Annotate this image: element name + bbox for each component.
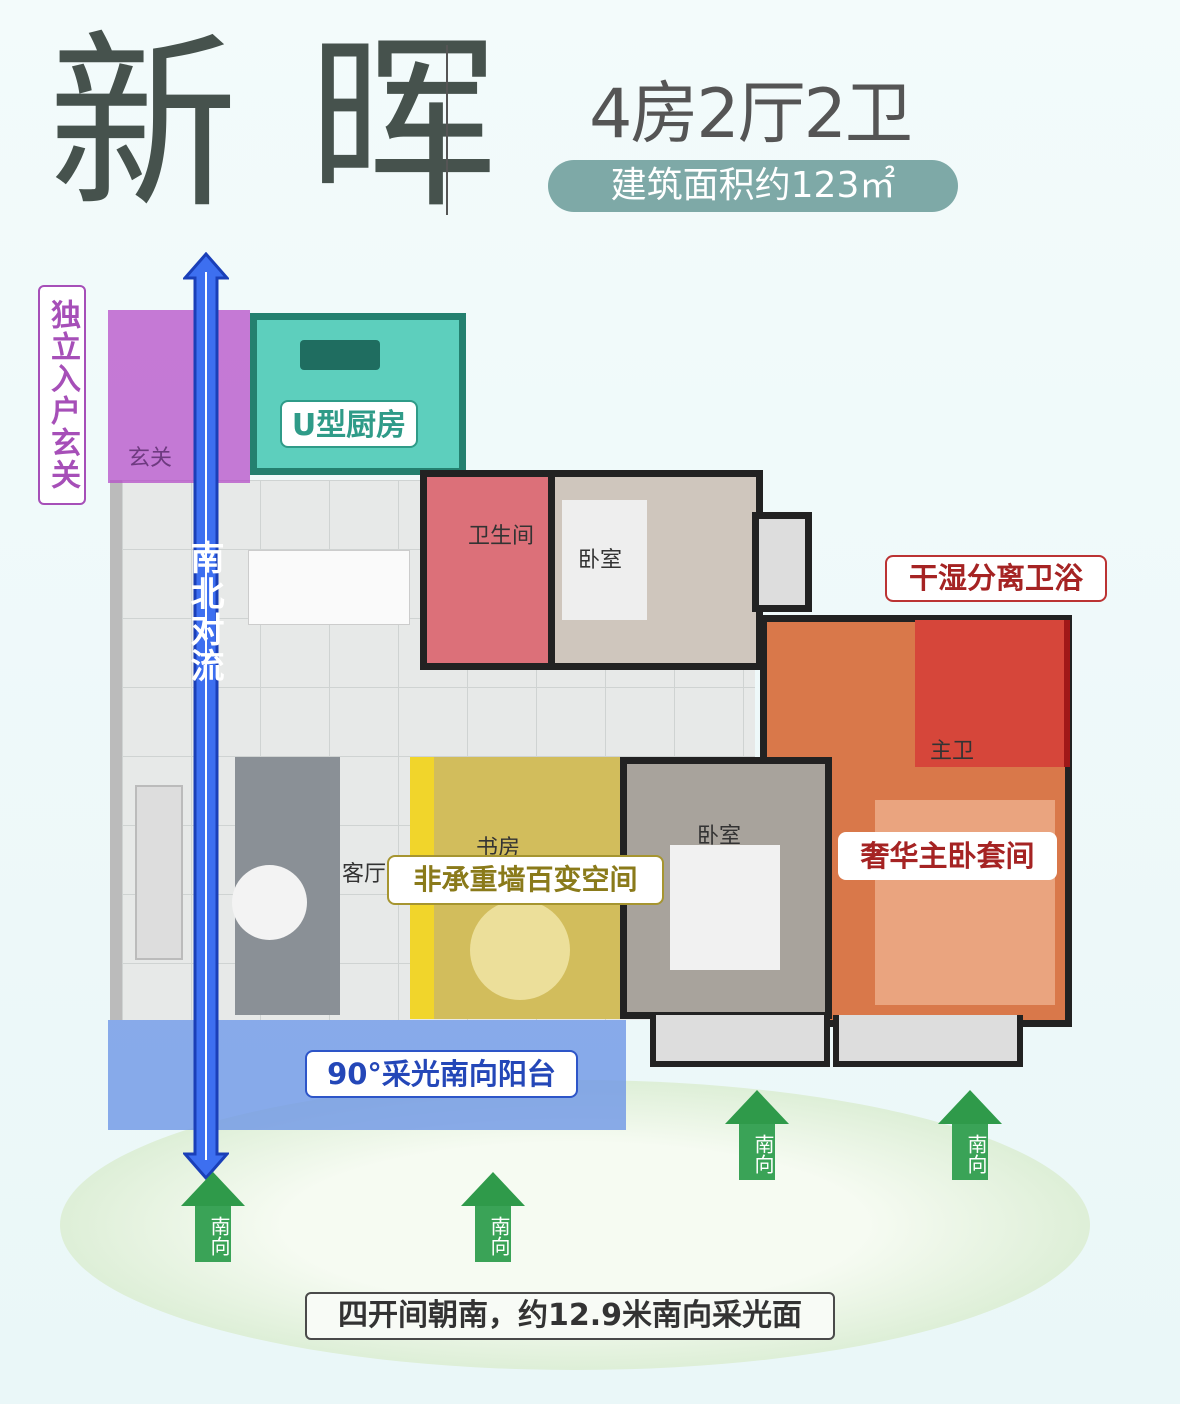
dining-table-icon	[248, 550, 410, 625]
south-arrow-icon: 南向	[461, 1172, 525, 1262]
brand-title: 新晖	[48, 14, 569, 235]
kitchen-room	[250, 313, 466, 475]
bedroom2-label: 卧室	[697, 824, 742, 849]
bed-icon	[670, 845, 780, 970]
rug-icon	[470, 900, 570, 1000]
south-label: 南向	[952, 1124, 988, 1180]
south-arrow-icon: 南向	[181, 1172, 245, 1262]
area-badge: 建筑面积约123㎡	[548, 160, 958, 212]
layout-title: 4房2厅2卫	[589, 75, 913, 154]
south-label: 南向	[475, 1206, 511, 1262]
master-bed-icon	[875, 800, 1055, 1005]
foyer-room	[108, 310, 250, 483]
closet	[752, 512, 812, 612]
coffee-table-icon	[232, 865, 307, 940]
living-label: 客厅	[342, 862, 387, 887]
foyer-label: 玄关	[128, 446, 173, 471]
master-bath-label: 主卫	[930, 739, 975, 764]
divider	[446, 45, 448, 215]
master-bath-room	[915, 620, 1070, 767]
kitchen-callout: U型厨房	[280, 400, 418, 448]
bay-window	[650, 1015, 830, 1067]
bay-window	[833, 1015, 1023, 1067]
bed-icon	[562, 500, 647, 620]
dry-wet-bath-callout: 干湿分离卫浴	[885, 555, 1107, 602]
bedroom1-label: 卧室	[578, 548, 623, 573]
entrance-callout: 独立入户玄关	[38, 285, 86, 505]
stove-icon	[300, 340, 380, 370]
south-arrow-icon: 南向	[938, 1090, 1002, 1180]
south-lighting-caption: 四开间朝南，约12.9米南向采光面	[305, 1292, 835, 1340]
flexible-space-callout: 非承重墙百变空间	[387, 855, 664, 905]
balcony-callout: 90°采光南向阳台	[305, 1050, 578, 1098]
ventilation-label: 南北对流	[184, 540, 224, 684]
south-label: 南向	[739, 1124, 775, 1180]
bathroom-room	[420, 470, 555, 670]
master-suite-callout: 奢华主卧套间	[838, 832, 1057, 880]
north-south-arrow-icon	[183, 252, 229, 1180]
bathroom-label: 卫生间	[468, 524, 535, 549]
south-label: 南向	[195, 1206, 231, 1262]
south-arrow-icon: 南向	[725, 1090, 789, 1180]
sofa-icon	[135, 785, 183, 960]
